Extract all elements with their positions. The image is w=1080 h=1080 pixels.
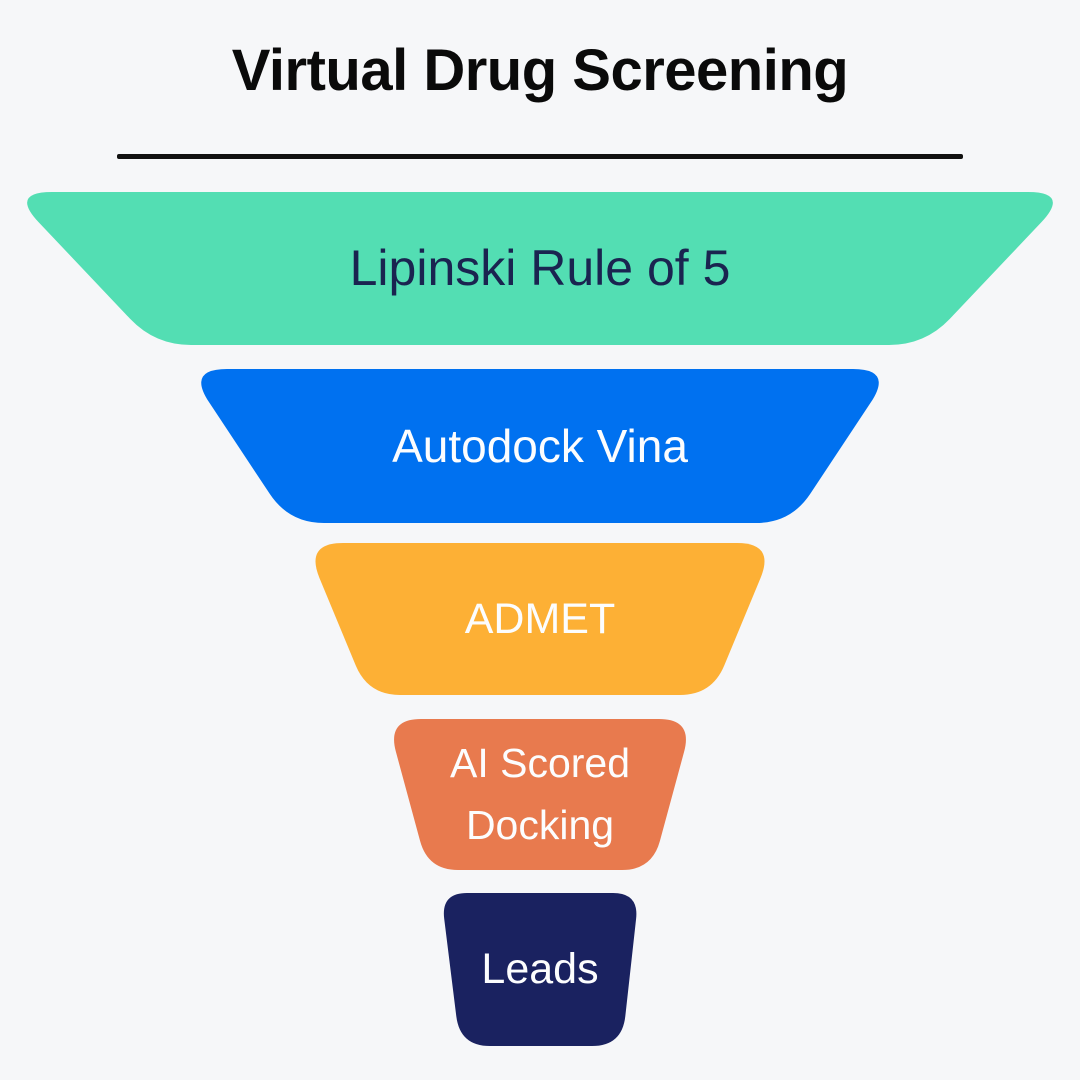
funnel-label-ai-scored-docking: AI Scored Docking <box>449 740 631 848</box>
funnel-segment-ai-scored-docking <box>394 719 686 870</box>
funnel-label-lipinski-rule-of-5: Lipinski Rule of 5 <box>349 240 731 296</box>
title-divider <box>117 154 963 159</box>
page-title: Virtual Drug Screening <box>231 38 849 103</box>
funnel-label-admet: ADMET <box>464 594 616 643</box>
funnel-segment-autodock-vina <box>201 369 879 523</box>
funnel-segment-admet <box>315 543 765 695</box>
funnel-segment-lipinski-rule-of-5 <box>27 192 1053 345</box>
funnel-label-leads: Leads <box>481 945 599 994</box>
funnel-label-autodock-vina: Autodock Vina <box>392 419 688 472</box>
funnel-segment-leads <box>443 893 637 1046</box>
